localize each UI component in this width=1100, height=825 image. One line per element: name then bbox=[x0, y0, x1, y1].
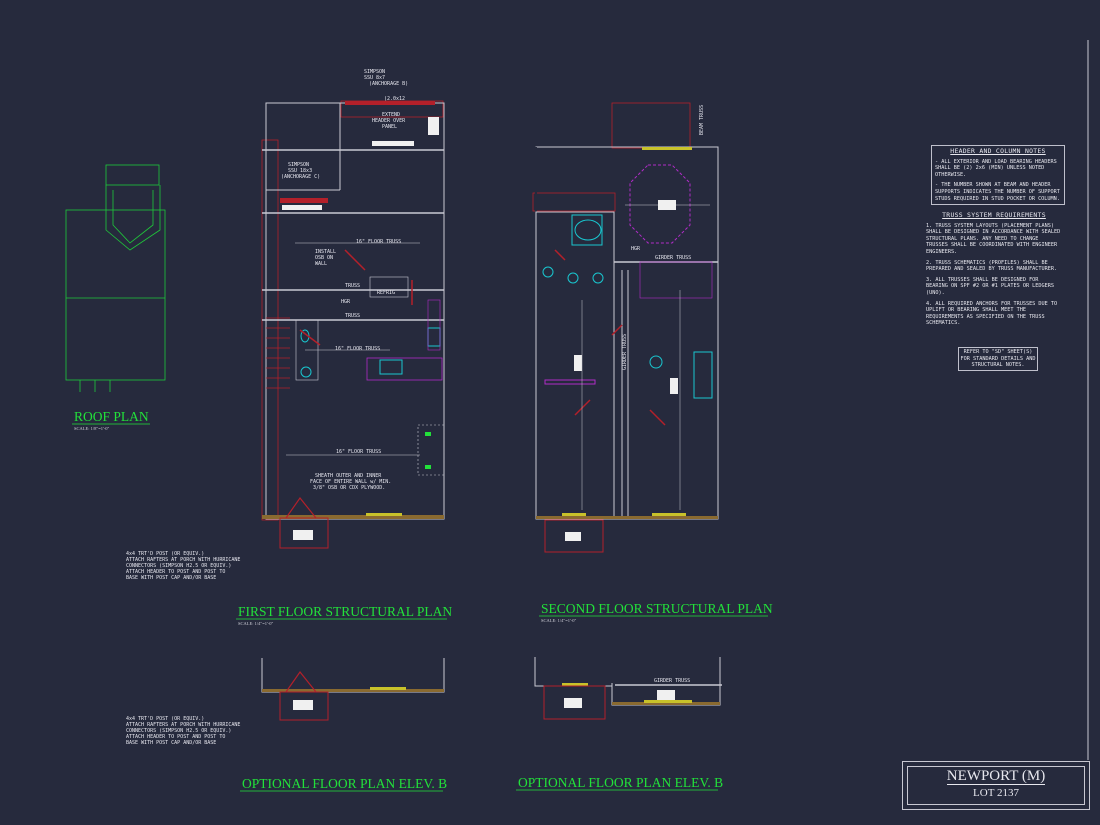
header-notes-title: HEADER AND COLUMN NOTES bbox=[950, 147, 1046, 155]
first-floor-scale: SCALE: 1/4"=1'-0" bbox=[238, 621, 274, 626]
second-floor-title: SECOND FLOOR STRUCTURAL PLAN bbox=[541, 601, 773, 616]
second-floor-plan bbox=[532, 102, 719, 553]
svg-text:SSU 18x3: SSU 18x3 bbox=[288, 168, 312, 174]
svg-text:ATTACH RAFTERS AT PORCH WITH H: ATTACH RAFTERS AT PORCH WITH HURRICANE bbox=[126, 722, 240, 728]
title-block: NEWPORT (M) LOT 2137 bbox=[902, 761, 1090, 810]
svg-text:HGR: HGR bbox=[631, 246, 641, 252]
second-floor-labels: GIRDER TRUSS HGR GIRDER TRUSS BEAM TRUSS bbox=[622, 105, 705, 370]
second-floor-scale: SCALE: 1/4"=1'-0" bbox=[541, 618, 577, 623]
svg-text:OSB ON: OSB ON bbox=[315, 255, 333, 261]
roof-plan bbox=[65, 164, 166, 392]
optional-a-title: OPTIONAL FLOOR PLAN ELEV. B bbox=[242, 776, 447, 791]
svg-text:SIMPSON: SIMPSON bbox=[288, 162, 309, 168]
svg-text:BEAM TRUSS: BEAM TRUSS bbox=[699, 105, 705, 135]
svg-text:GIRDER TRUSS: GIRDER TRUSS bbox=[622, 334, 628, 370]
lot-number: LOT 2137 bbox=[973, 787, 1019, 799]
refer-note: REFER TO "SD" SHEET(S) FOR STANDARD DETA… bbox=[958, 347, 1038, 371]
svg-text:SSU 8x7: SSU 8x7 bbox=[364, 75, 385, 81]
optional-plan-b bbox=[534, 657, 722, 720]
svg-text:INSTALL: INSTALL bbox=[315, 249, 336, 255]
svg-text:WALL: WALL bbox=[315, 261, 327, 267]
svg-text:4x4 TRT'D POST (OR EQUIV.): 4x4 TRT'D POST (OR EQUIV.) bbox=[126, 716, 204, 722]
first-floor-labels: SIMPSON SSU 8x7 (ANCHORAGE B) (2.0x12 EX… bbox=[126, 69, 408, 581]
svg-text:FACE OF ENTIRE WALL w/ MIN.: FACE OF ENTIRE WALL w/ MIN. bbox=[310, 479, 391, 485]
svg-text:(2.0x12: (2.0x12 bbox=[384, 96, 405, 102]
optional-a-post-note: 4x4 TRT'D POST (OR EQUIV.) ATTACH RAFTER… bbox=[126, 716, 240, 746]
svg-text:CONNECTORS (SIMPSON H2.5 OR EQ: CONNECTORS (SIMPSON H2.5 OR EQUIV.) bbox=[126, 563, 231, 569]
header-column-notes: HEADER AND COLUMN NOTES - ALL EXTERIOR A… bbox=[931, 145, 1065, 206]
truss-note-item: 4. ALL REQUIRED ANCHORS FOR TRUSSES DUE … bbox=[926, 300, 1058, 327]
header-note-item: - ALL EXTERIOR AND LOAD BEARING HEADERS … bbox=[935, 158, 1057, 178]
svg-text:EXTEND: EXTEND bbox=[382, 112, 400, 118]
svg-text:HEADER OVER: HEADER OVER bbox=[372, 118, 406, 124]
svg-text:ATTACH HEADER TO POST AND POST: ATTACH HEADER TO POST AND POST TO bbox=[126, 569, 225, 575]
optional-b-title: OPTIONAL FLOOR PLAN ELEV. B bbox=[518, 775, 723, 790]
svg-text:BASE WITH POST CAP AND/OR BASE: BASE WITH POST CAP AND/OR BASE bbox=[126, 575, 216, 581]
optional-b-girder-label: GIRDER TRUSS bbox=[654, 678, 690, 684]
svg-text:HGR: HGR bbox=[341, 299, 351, 305]
svg-text:16" FLOOR TRUSS: 16" FLOOR TRUSS bbox=[356, 239, 401, 245]
truss-note-item: 1. TRUSS SYSTEM LAYOUTS (PLACEMENT PLANS… bbox=[926, 222, 1061, 255]
truss-note-item: 2. TRUSS SCHEMATICS (PROFILES) SHALL BE … bbox=[926, 259, 1058, 273]
svg-text:TRUSS: TRUSS bbox=[345, 313, 360, 319]
svg-text:BASE WITH POST CAP AND/OR BASE: BASE WITH POST CAP AND/OR BASE bbox=[126, 740, 216, 746]
optional-plan-a bbox=[261, 658, 445, 721]
header-note-item: - THE NUMBER SHOWN AT BEAM AND HEADER SU… bbox=[935, 182, 1060, 202]
roof-plan-scale: SCALE: 1/8"=1'-0" bbox=[74, 426, 110, 431]
svg-text:16" FLOOR TRUSS: 16" FLOOR TRUSS bbox=[335, 346, 380, 352]
svg-text:ATTACH RAFTERS AT PORCH WITH H: ATTACH RAFTERS AT PORCH WITH HURRICANE bbox=[126, 557, 240, 563]
svg-text:SIMPSON: SIMPSON bbox=[364, 69, 385, 75]
svg-text:SHEATH OUTER AND INNER: SHEATH OUTER AND INNER bbox=[315, 473, 382, 479]
truss-notes-title: TRUSS SYSTEM REQUIREMENTS bbox=[942, 211, 1046, 219]
svg-text:GIRDER TRUSS: GIRDER TRUSS bbox=[655, 255, 691, 261]
roof-plan-title: ROOF PLAN bbox=[74, 409, 149, 424]
svg-text:(ANCHORAGE B): (ANCHORAGE B) bbox=[369, 81, 408, 87]
truss-system-requirements: TRUSS SYSTEM REQUIREMENTS 1. TRUSS SYSTE… bbox=[926, 212, 1062, 331]
svg-text:16" FLOOR TRUSS: 16" FLOOR TRUSS bbox=[336, 449, 381, 455]
truss-note-item: 3. ALL TRUSSES SHALL BE DESIGNED FOR BEA… bbox=[926, 276, 1055, 296]
svg-text:CONNECTORS (SIMPSON H2.5 OR EQ: CONNECTORS (SIMPSON H2.5 OR EQUIV.) bbox=[126, 728, 231, 734]
first-floor-plan bbox=[261, 100, 445, 549]
svg-text:TRUSS: TRUSS bbox=[345, 283, 360, 289]
first-floor-title: FIRST FLOOR STRUCTURAL PLAN bbox=[238, 604, 452, 619]
svg-text:4x4 TRT'D POST (OR EQUIV.): 4x4 TRT'D POST (OR EQUIV.) bbox=[126, 551, 204, 557]
svg-text:3/8" OSB OR CDX PLYWOOD.: 3/8" OSB OR CDX PLYWOOD. bbox=[313, 485, 385, 491]
project-name: NEWPORT (M) bbox=[946, 768, 1046, 785]
svg-text:REFRIG: REFRIG bbox=[377, 290, 395, 296]
svg-text:PANEL: PANEL bbox=[382, 124, 397, 130]
svg-text:(ANCHORAGE C): (ANCHORAGE C) bbox=[281, 174, 320, 180]
svg-text:ATTACH HEADER TO POST AND POST: ATTACH HEADER TO POST AND POST TO bbox=[126, 734, 225, 740]
